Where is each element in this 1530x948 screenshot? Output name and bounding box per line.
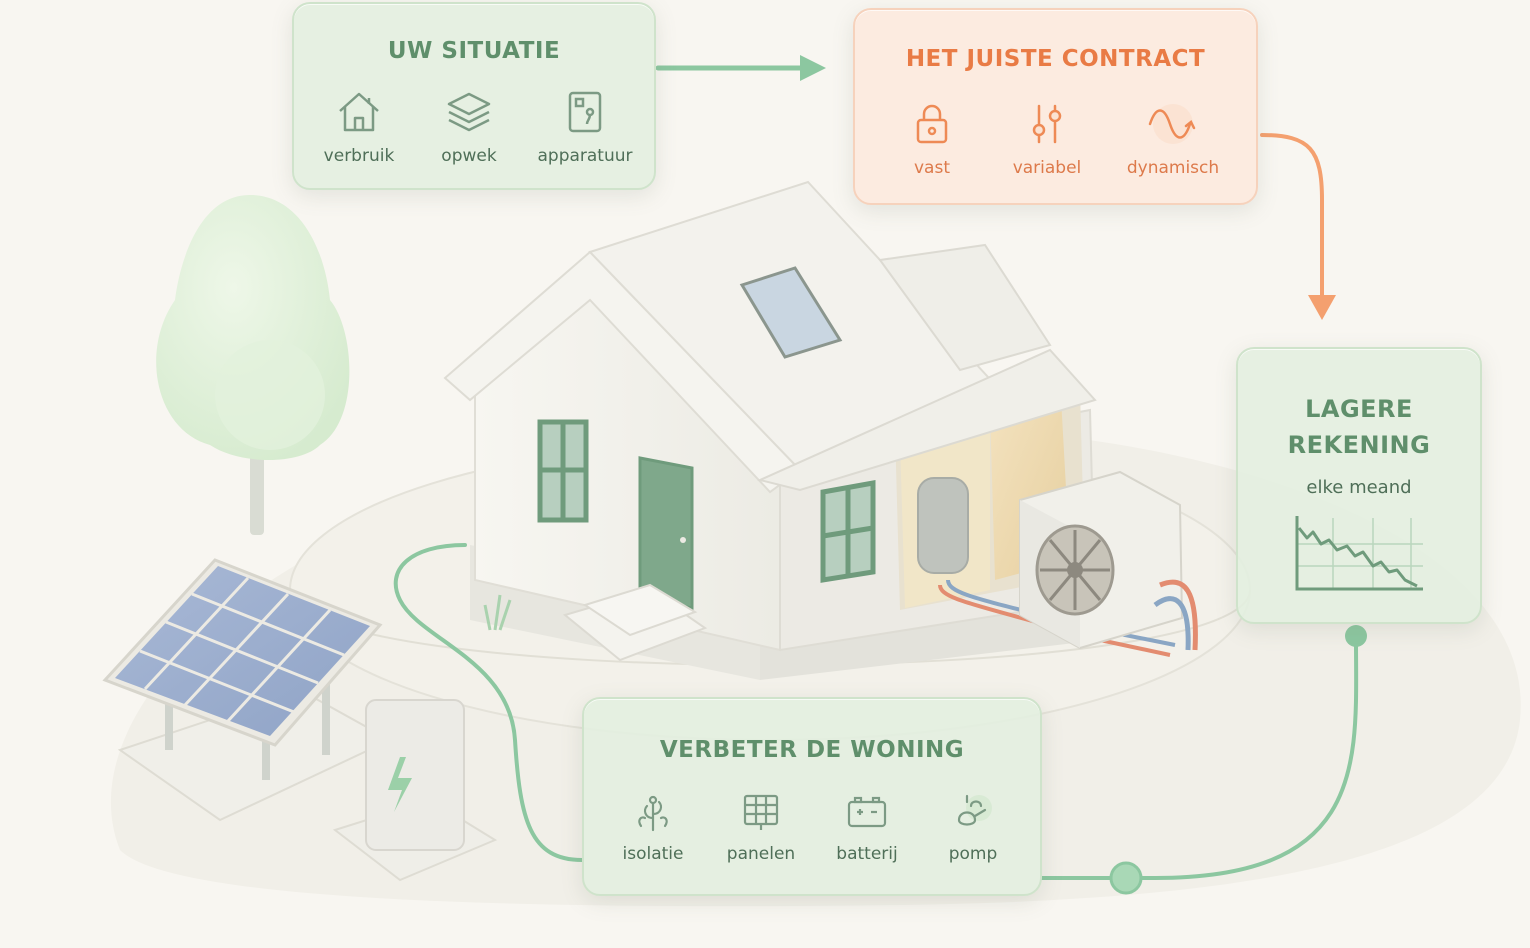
item-opwek: opwek: [404, 90, 534, 166]
item-label: batterij: [836, 844, 898, 864]
card-title: VERBETER DE WONING: [659, 737, 965, 763]
item-label: verbruik: [323, 146, 395, 166]
item-label: pomp: [948, 844, 998, 864]
item-apparatuur: apparatuur: [520, 90, 650, 166]
title-line-2: REKENING: [1287, 431, 1431, 459]
solar-panel-illustration: [102, 558, 393, 822]
item-vast: vast: [867, 102, 997, 178]
connector-lines: [393, 55, 1367, 895]
sliders-icon: [1032, 104, 1062, 144]
item-label: apparatuur: [537, 146, 633, 166]
item-label: opwek: [441, 146, 497, 166]
solar-panel-icon: [743, 794, 779, 830]
layers-icon: [447, 92, 491, 132]
item-variabel: variabel: [982, 102, 1112, 178]
item-label: isolatie: [622, 844, 684, 864]
title-line-1: LAGERE: [1305, 395, 1413, 423]
item-label: dynamisch: [1126, 158, 1220, 178]
home-battery-illustration: [332, 699, 498, 882]
insulation-icon: [638, 795, 668, 832]
card-lagere-rekening: LAGERE REKENING elke meand: [1236, 347, 1482, 624]
house-illustration: [443, 180, 1100, 680]
item-panelen: panelen: [696, 792, 826, 864]
lock-icon: [916, 104, 948, 144]
card-verbeter-de-woning: VERBETER DE WONING isolatie panelen batt…: [582, 697, 1042, 896]
card-title: UW SITUATIE: [387, 38, 561, 64]
item-label: variabel: [1012, 158, 1082, 178]
heat-pump-illustration: [938, 470, 1198, 657]
card-title: LAGERE REKENING: [1238, 391, 1480, 463]
descending-chart-icon: [1295, 516, 1423, 591]
card-uw-situatie: UW SITUATIE verbruik opwek apparatuur: [292, 2, 656, 190]
tree-illustration: [156, 195, 350, 535]
item-isolatie: isolatie: [588, 792, 718, 864]
pump-icon: [957, 794, 992, 826]
item-dynamisch: dynamisch: [1108, 102, 1238, 178]
card-het-juiste-contract: HET JUISTE CONTRACT vast variabel dynami…: [853, 8, 1258, 205]
item-pomp: pomp: [908, 792, 1038, 864]
item-batterij: batterij: [802, 792, 932, 864]
card-title: HET JUISTE CONTRACT: [905, 46, 1206, 72]
item-verbruik: verbruik: [294, 90, 424, 166]
item-label: panelen: [726, 844, 796, 864]
device-icon: [568, 91, 602, 133]
battery-icon: [847, 796, 887, 828]
house-icon: [339, 92, 379, 132]
card-subtitle: elke meand: [1306, 477, 1412, 498]
item-label: vast: [913, 158, 950, 178]
wave-icon: [1148, 104, 1196, 144]
